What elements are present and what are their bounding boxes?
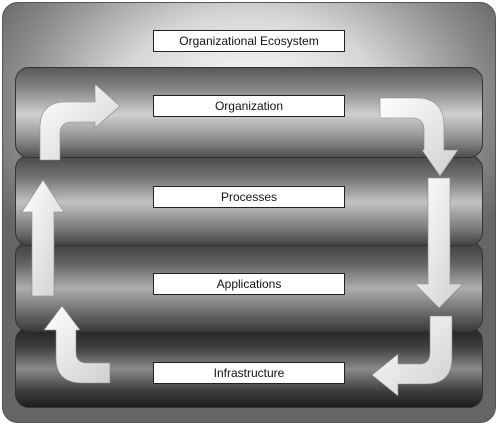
arrow-curve-up-right-icon: [39, 83, 121, 161]
arrow-up-icon: [21, 179, 65, 297]
arrow-curve-right-down-icon: [379, 97, 459, 177]
layer-label-infrastructure: Infrastructure: [153, 362, 345, 384]
ecosystem-title: Organizational Ecosystem: [153, 30, 345, 52]
arrow-down-icon: [414, 177, 464, 309]
layer-label-applications: Applications: [153, 273, 345, 295]
arrow-curve-left-up-icon: [43, 305, 111, 384]
arrow-curve-down-left-icon: [371, 315, 453, 397]
layer-label-processes: Processes: [153, 186, 345, 208]
layer-label-organization: Organization: [153, 95, 345, 117]
